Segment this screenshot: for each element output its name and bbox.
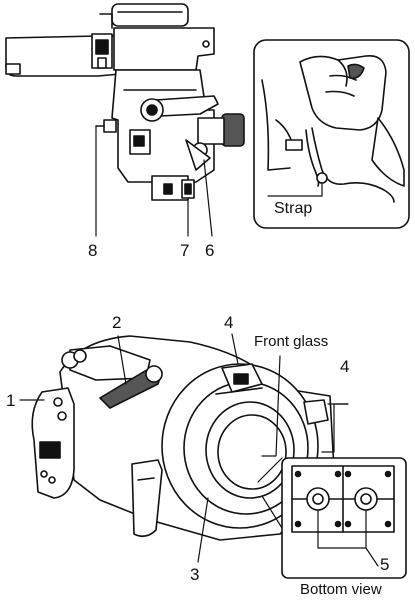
callout-2: 2 xyxy=(112,313,122,332)
callout-7: 7 xyxy=(180,241,190,260)
bottom-view-label: Bottom view xyxy=(300,581,382,598)
bottom-leader-lines xyxy=(19,333,349,563)
bottom-view-inset xyxy=(257,457,407,579)
housing-side-view xyxy=(5,3,245,201)
callout-5: 5 xyxy=(380,555,390,574)
housing-perspective-view xyxy=(31,335,335,541)
callout-1: 1 xyxy=(6,391,16,410)
callout-8: 8 xyxy=(88,241,98,260)
callout-4-side: 4 xyxy=(340,357,350,376)
callout-6: 6 xyxy=(205,241,215,260)
strap-label: Strap xyxy=(274,200,313,217)
callout-4-top-latch: 4 xyxy=(224,313,234,332)
front-glass-label: Front glass xyxy=(254,333,329,350)
strap-inset xyxy=(253,39,410,229)
top-leader-lines xyxy=(95,125,213,237)
callout-3: 3 xyxy=(190,565,200,584)
